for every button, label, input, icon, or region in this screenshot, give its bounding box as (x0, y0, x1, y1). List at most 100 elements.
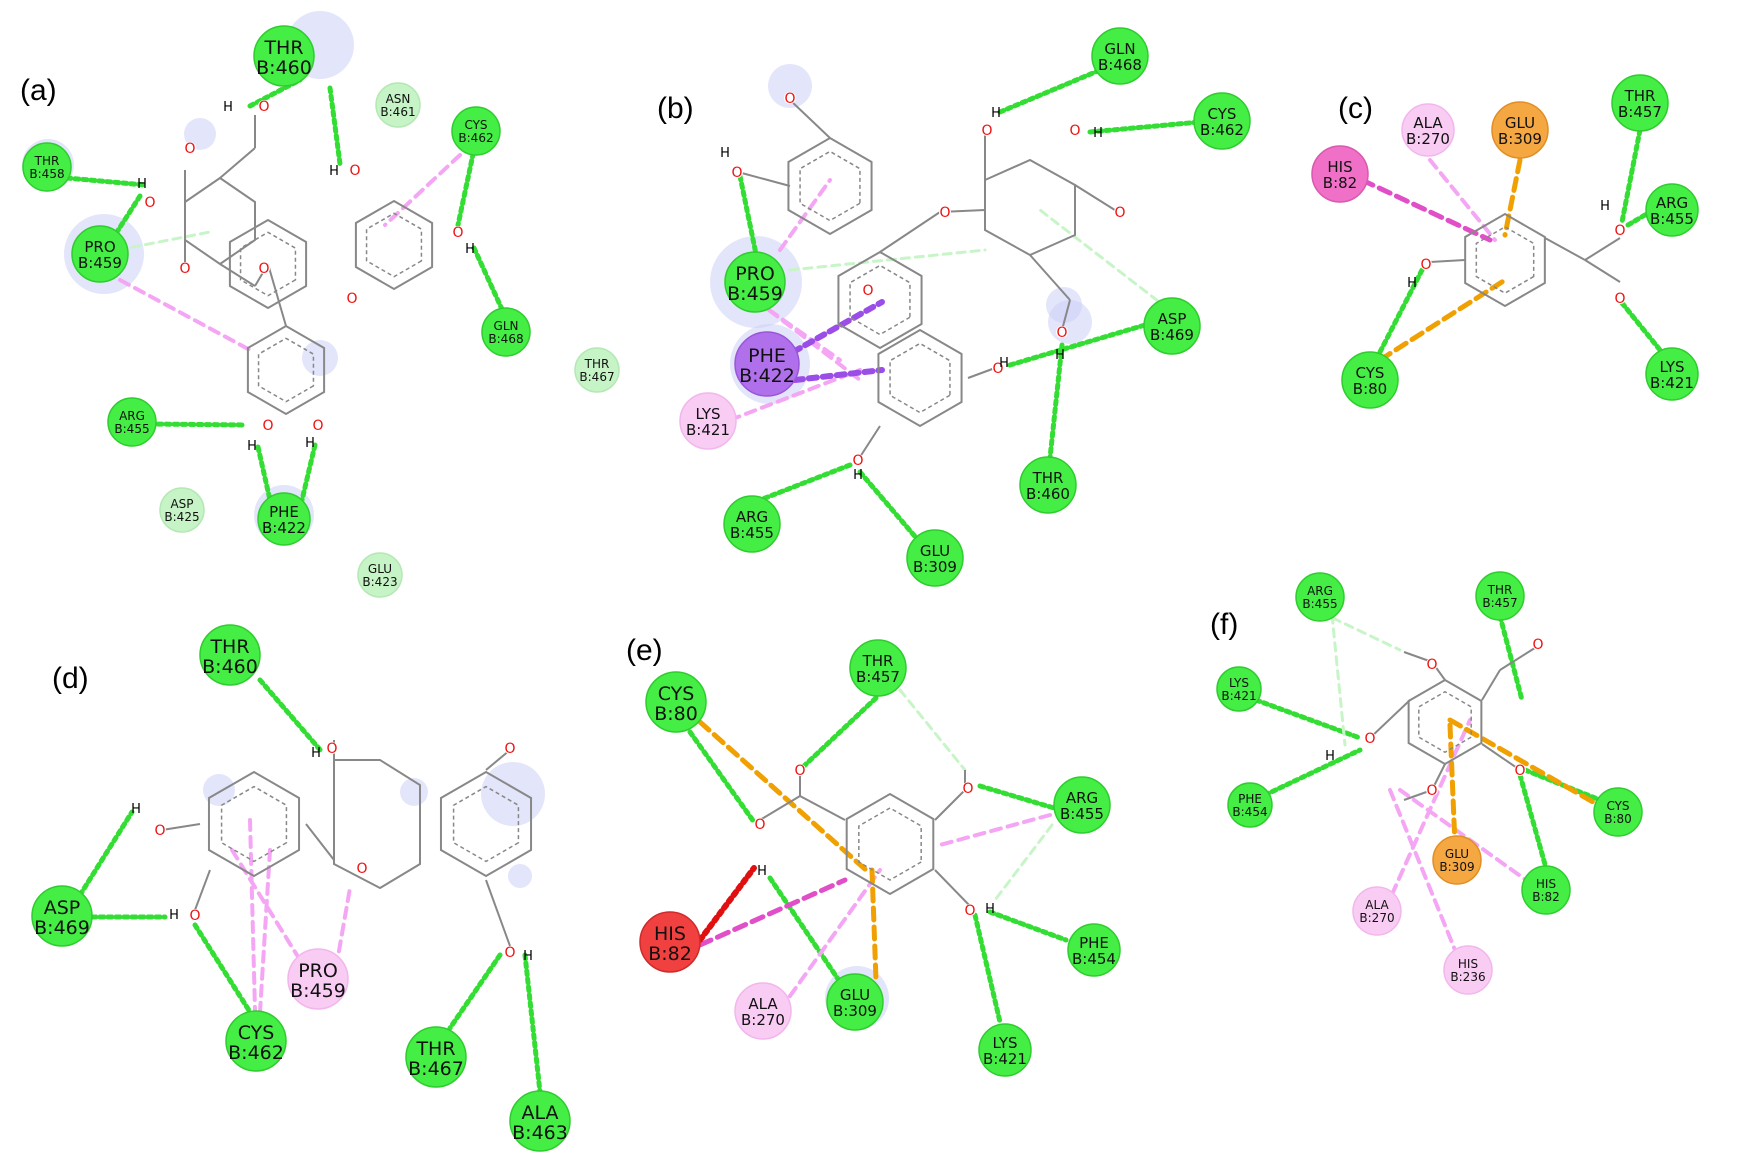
residue-number: B:309 (1498, 130, 1542, 148)
residue-disc (1067, 923, 1121, 977)
residue-disc (1432, 835, 1482, 885)
hydrogen-atom: H (1600, 199, 1610, 214)
hydrogen-bond (767, 875, 843, 985)
atom-bg (1532, 638, 1544, 650)
hydrogen-bond (192, 922, 253, 1015)
residue-name: ARG (736, 508, 768, 526)
residue-number: B:80 (1353, 380, 1387, 398)
atom-bg (731, 166, 743, 178)
bond (857, 425, 881, 461)
oxygen-atom: O (1420, 257, 1431, 273)
residue-name: HIS (1458, 957, 1478, 971)
carbon-hydrogen-bond (116, 230, 212, 252)
residue-number: B:82 (1532, 890, 1560, 904)
residue-name: LYS (992, 1034, 1017, 1052)
hydrogen-atom: H (223, 100, 233, 115)
residue-number: B:460 (1026, 485, 1070, 503)
bond (1369, 699, 1411, 739)
oxygen-atom: O (504, 945, 515, 961)
hydrogen-atom: H (1407, 276, 1417, 291)
residue-name: LYS (1229, 676, 1249, 690)
oxygen-atom: O (754, 817, 765, 833)
aromatic-ring (787, 136, 873, 236)
residue-disc (1193, 92, 1251, 150)
oxygen-atom: O (731, 165, 742, 181)
residue-name: ASP (44, 897, 81, 919)
residue-name: ASP (170, 497, 193, 511)
residue-number: B:454 (1072, 950, 1116, 968)
residue-name: PRO (735, 263, 775, 285)
hydrogen-bond (447, 952, 503, 1031)
atom-bg (258, 262, 270, 274)
atom-bg (1614, 292, 1626, 304)
residue-name: CYS (464, 118, 487, 132)
aromatic-ring-inner (220, 785, 288, 863)
residue-disc (451, 106, 501, 156)
pi-alkyl-interaction (754, 298, 862, 382)
residue-disc (375, 82, 421, 128)
bond (1481, 743, 1521, 771)
oxygen-atom: O (189, 908, 200, 924)
oxygen-atom: O (1426, 657, 1437, 673)
residue-name: ARG (1066, 789, 1098, 807)
solvent-halo (508, 864, 532, 888)
hydrogen-bond (1619, 300, 1663, 353)
bond (1061, 299, 1071, 331)
residue-number: B:270 (1359, 911, 1394, 925)
solvent-halo (184, 118, 216, 150)
atom-bg (349, 164, 361, 176)
residue-disc (357, 552, 403, 598)
hydrogen-bond (1497, 613, 1525, 703)
residue-disc (734, 982, 792, 1040)
residue-number: B:82 (1323, 174, 1357, 192)
residue-disc (1295, 572, 1345, 622)
residue-disc (1227, 782, 1273, 828)
hydrogen-atom: H (1055, 348, 1065, 363)
residue-disc (22, 142, 72, 192)
oxygen-atom: O (356, 861, 367, 877)
bond (1029, 254, 1071, 301)
residue-name: ARG (1656, 194, 1688, 212)
oxygen-atom: O (992, 361, 1003, 377)
atom-bg (852, 454, 864, 466)
residue-name: PHE (1238, 792, 1262, 806)
oxygen-atom: O (1514, 763, 1525, 779)
residue-number: B:309 (833, 1002, 877, 1020)
atom-bg (1614, 224, 1626, 236)
hydrogen-atom: H (985, 902, 995, 917)
hydrogen-atom: H (1093, 126, 1103, 141)
residue-name: GLU (840, 986, 870, 1004)
residue-name: GLU (920, 542, 950, 560)
residue-disc (31, 885, 93, 947)
atom-bg (939, 206, 951, 218)
residue-name: PRO (84, 238, 115, 256)
aromatic-ring (439, 770, 533, 878)
oxygen-atom: O (346, 291, 357, 307)
oxygen-atom: O (964, 903, 975, 919)
hydrogen-bond (1007, 322, 1148, 368)
hydrogen-atom: H (853, 468, 863, 483)
residue-disc (1143, 297, 1201, 355)
bond (1429, 259, 1466, 263)
residue-name: HIS (1327, 158, 1352, 176)
residue-name: CYS (1208, 105, 1237, 123)
